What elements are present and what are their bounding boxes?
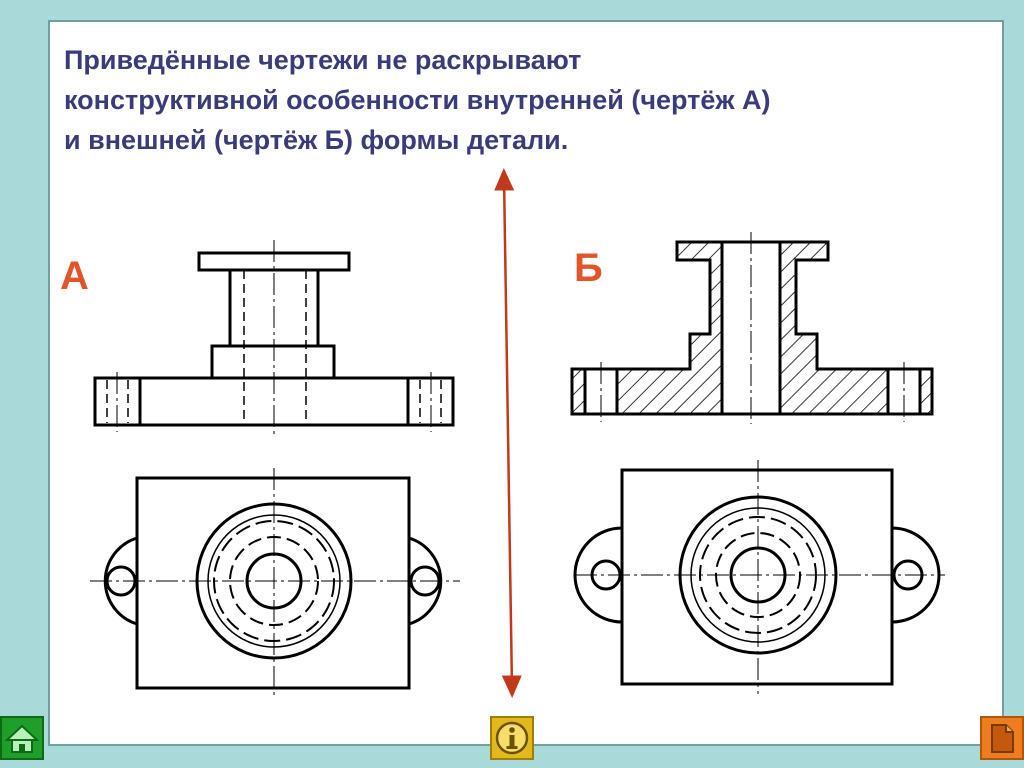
drawing-label-a: А: [60, 254, 89, 298]
info-button[interactable]: [490, 716, 534, 760]
drawing-a-top-view: [90, 468, 460, 698]
next-page-icon: [991, 724, 1014, 753]
drawing-b-section-view: [570, 232, 934, 424]
drawing-b-top-view: [573, 460, 945, 694]
next-page-button[interactable]: [980, 716, 1024, 760]
title-line-3: и внешней (чертёж Б) формы детали.: [64, 125, 569, 155]
info-icon: [495, 721, 529, 755]
home-icon: [4, 724, 40, 753]
slide-title: Приведённые чертежи не раскрывают констр…: [64, 40, 994, 160]
drawing-label-b: Б: [574, 246, 603, 290]
divider-arrow: [494, 168, 522, 698]
title-line-1: Приведённые чертежи не раскрывают: [64, 45, 582, 75]
title-line-2: конструктивной особенности внутренней (ч…: [64, 85, 771, 115]
home-button[interactable]: [0, 716, 44, 760]
drawing-a-front-view: [93, 240, 455, 435]
